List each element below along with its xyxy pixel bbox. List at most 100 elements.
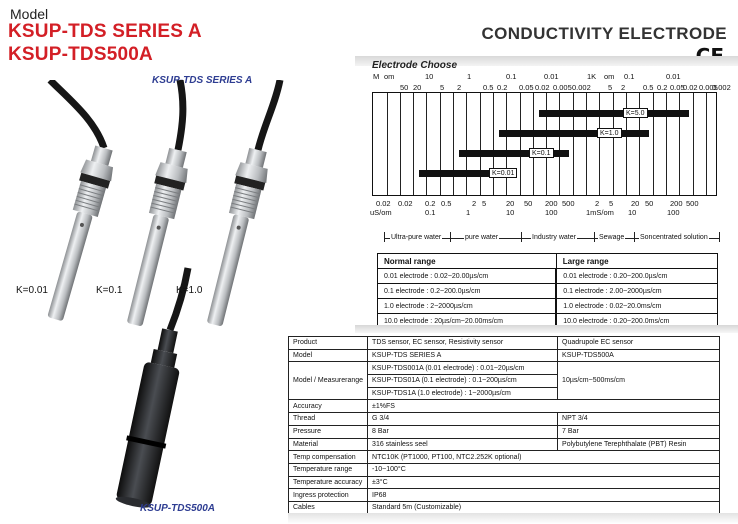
document-title: CONDUCTIVITY ELECTRODE (481, 24, 727, 43)
chart-gridline (613, 93, 614, 195)
res-unit-m: M (373, 72, 380, 81)
chart-gridline (440, 93, 441, 195)
cond-top-tick: 200 (545, 199, 558, 208)
spec-table: Product TDS sensor, EC sensor, Resistivi… (287, 336, 720, 515)
spec-bottom-band (288, 513, 738, 524)
application-segments: Ultra-pure water pure water Industry wat… (384, 232, 720, 246)
spec-label-thread: Thread (287, 412, 369, 426)
bar-label-k1: K=1.0 (597, 128, 622, 138)
cond-top-tick: 5 (482, 199, 487, 208)
cond-unit-ms: 1mS/om (586, 208, 614, 217)
table-row: Pressure 8 Bar 7 Bar (287, 424, 720, 439)
chart-gridline (679, 93, 680, 195)
chart-gridline (559, 93, 560, 195)
spec-label-temp-acc: Temperature accuracy (287, 475, 369, 490)
table-row: Temperature accuracy ±3°C (287, 475, 720, 490)
chart-gridline (666, 93, 667, 195)
table-row: Thread G 3/4 NPT 3/4 (287, 412, 720, 426)
range-normal-1: 0.1 electrode : 0.2~200.0µs/cm (377, 283, 558, 299)
chart-gridline (639, 93, 640, 195)
spec-label-temp-comp: Temp compensation (287, 450, 369, 464)
spec-pressure-a: 8 Bar (367, 424, 559, 439)
bar-label-k01: K=0.1 (529, 148, 554, 158)
cond-bottom-tick: 10 (628, 208, 637, 217)
spec-product-a: TDS sensor, EC sensor, Resistivity senso… (367, 336, 559, 350)
spec-measure-a-1: KSUP-TDS01A (0.1 electrode) : 0.1~200µs/… (367, 374, 559, 388)
spec-pressure-b: 7 Bar (557, 424, 720, 439)
spec-thread-a: G 3/4 (367, 412, 559, 426)
chart-gridline (480, 93, 481, 195)
spec-band (355, 325, 738, 333)
bar-k5: K=5.0 (539, 108, 689, 118)
table-row: 1.0 electrode : 2~2000µs/cm 1.0 electrod… (377, 298, 719, 314)
table-row: Product TDS sensor, EC sensor, Resistivi… (287, 336, 720, 350)
cond-top-tick: 0.02 (398, 199, 413, 208)
series-a-caption: KSUP-TDS SERIES A (152, 75, 253, 86)
bar-label-k001: K=0.01 (489, 168, 518, 178)
table-row: Accuracy ±1%FS (287, 399, 720, 414)
chart-gridline (387, 93, 388, 195)
cond-bottom-tick: 10 (506, 208, 515, 217)
res-sub-tick: 5 (608, 83, 613, 92)
app-concentrated: Soncentrated solution (639, 234, 709, 241)
table-row: 0.1 electrode : 0.2~200.0µs/cm 0.1 elect… (377, 283, 719, 299)
res-sub-tick: 0.5 (483, 83, 494, 92)
cond-top-tick: 500 (562, 199, 575, 208)
k-label-10: K=1.0 (176, 285, 203, 296)
res-sub-tick: 2 (457, 83, 462, 92)
model-label: Model (10, 6, 49, 22)
chart-gridline (573, 93, 574, 195)
spec-ingress: IP68 (367, 488, 720, 502)
cond-top-tick: 20 (631, 199, 640, 208)
res-sub-tick: 50 (400, 83, 409, 92)
table-row: Model KSUP-TDS SERIES A KSUP-TDS500A (287, 348, 720, 363)
spec-thread-b: NPT 3/4 (557, 412, 720, 426)
product-photo (47, 80, 284, 508)
chart-gridline (400, 93, 401, 195)
chart-gridline (453, 93, 454, 195)
chart-gridline (546, 93, 547, 195)
chart-gridline (706, 93, 707, 195)
chart-band (355, 56, 738, 66)
range-large-0: 0.01 electrode : 0.20~200.0µs/cm (555, 268, 719, 284)
spec-measure-a-2: KSUP-TDS1A (1.0 electrode) : 1~2000µs/cm (367, 386, 559, 401)
range-large-1: 0.1 electrode : 2.00~2000µs/cm (555, 283, 719, 299)
res-unit-om2: om (604, 72, 615, 81)
spec-model-a: KSUP-TDS SERIES A (367, 348, 559, 363)
res-sub-tick: 5 (440, 83, 445, 92)
res-tick-top-4: 0.1 (624, 72, 635, 81)
spec-temp-acc: ±3°C (367, 475, 720, 490)
res-sub-tick: 0.2 (497, 83, 508, 92)
res-unit-om: om (384, 72, 395, 81)
res-sub-tick: 0.002 (572, 83, 591, 92)
chart-gridline (466, 93, 467, 195)
cond-bottom-tick: 100 (545, 208, 558, 217)
spec-label-ingress: Ingress protection (287, 488, 369, 502)
chart-title: Electrode Choose (372, 60, 458, 71)
spec-accuracy: ±1%FS (367, 399, 720, 414)
app-ultra-pure: Ultra-pure water (390, 234, 443, 241)
spec-label-accuracy: Accuracy (287, 399, 369, 414)
spec-label-pressure: Pressure (287, 424, 369, 439)
spec-model-b: KSUP-TDS500A (557, 348, 720, 363)
bar-label-k5: K=5.0 (623, 108, 648, 118)
cable-k01 (174, 80, 187, 151)
k-label-001: K=0.01 (16, 285, 48, 296)
spec-label-measure-range: Model / Measurerange (287, 361, 369, 401)
res-sub-tick: 0.5 (643, 83, 654, 92)
cond-bottom-tick: 100 (667, 208, 680, 217)
res-sub-tick: 0.002 (712, 83, 731, 92)
cond-top-tick: 500 (686, 199, 699, 208)
chart-gridline (506, 93, 507, 195)
res-sub-tick: 0.05 (670, 83, 685, 92)
chart-gridline (520, 93, 521, 195)
k-label-01: K=0.1 (96, 285, 123, 296)
table-row: Temperature range -10~100°C (287, 462, 720, 477)
table-row: Model / Measurerange KSUP-TDS001A (0.01 … (287, 361, 720, 401)
electrode-tds500a (115, 328, 180, 508)
spec-measure-b: 10µs/cm~500ms/cm (557, 361, 720, 401)
chart-gridline (693, 93, 694, 195)
electrode-k10 (207, 147, 268, 326)
range-large-2: 1.0 electrode : 0.02~20.0ms/cm (555, 298, 719, 314)
chart-gridline (626, 93, 627, 195)
